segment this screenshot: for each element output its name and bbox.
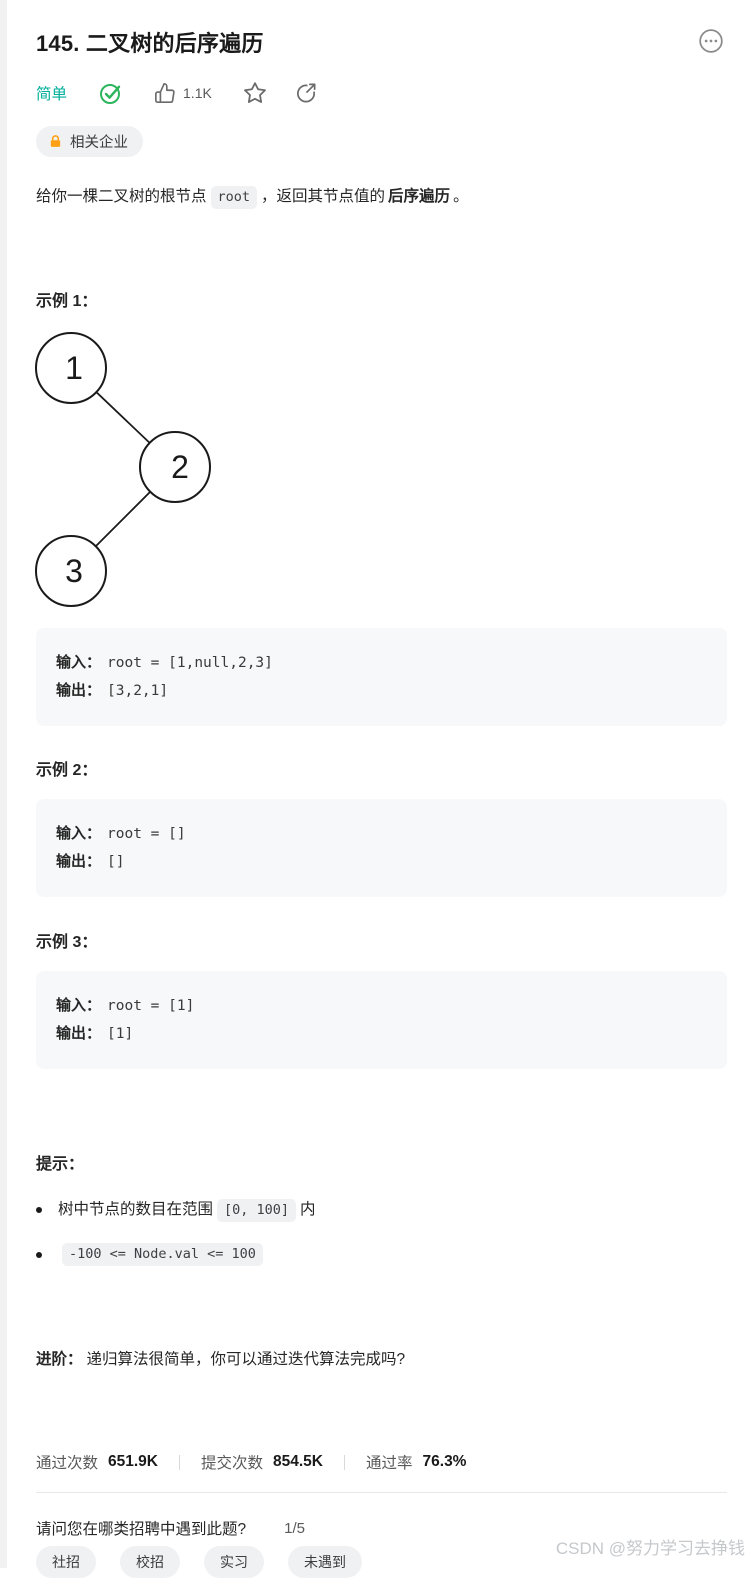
example-2-output-row: 输出： [] bbox=[56, 848, 707, 876]
example-3-output-row: 输出： [1] bbox=[56, 1020, 707, 1048]
survey-progress: 1/5 bbox=[284, 1519, 305, 1537]
submissions-label: 提交次数 bbox=[201, 1455, 264, 1472]
bullet-dot bbox=[36, 1251, 42, 1258]
stats-separator bbox=[179, 1454, 180, 1470]
share-button[interactable] bbox=[295, 81, 318, 105]
input-label: 输入： bbox=[56, 654, 102, 671]
page-title: 145. 二叉树的后序遍历 bbox=[36, 31, 264, 56]
example-1-output-row: 输出： [3,2,1] bbox=[56, 677, 707, 705]
submissions-value: 854.5K bbox=[273, 1453, 323, 1470]
tree-node-2-circle bbox=[139, 431, 211, 503]
follow-up-label: 进阶： bbox=[36, 1351, 83, 1368]
example-1-input-row: 输入： root = [1,null,2,3] bbox=[56, 649, 707, 677]
follow-up-note: 进阶：递归算法很简单，你可以通过迭代算法完成吗? bbox=[36, 1347, 405, 1373]
tree-node-1-circle bbox=[35, 332, 107, 404]
section-divider bbox=[36, 1492, 727, 1493]
hint-item-1: 树中节点的数目在范围[0, 100]内 bbox=[36, 1196, 696, 1224]
hints-list: 树中节点的数目在范围[0, 100]内 -100 <= Node.val <= … bbox=[36, 1196, 696, 1285]
related-companies-tag[interactable]: 相关企业 bbox=[36, 126, 143, 157]
favorite-button[interactable] bbox=[243, 81, 267, 105]
tree-node-1-value: 1 bbox=[65, 350, 83, 386]
follow-up-text: 递归算法很简单，你可以通过迭代算法完成吗? bbox=[86, 1351, 406, 1368]
tree-node-3-value: 3 bbox=[65, 553, 83, 589]
hint-1-post: 内 bbox=[300, 1201, 316, 1218]
example-1-heading: 示例 1： bbox=[36, 293, 98, 310]
lock-icon bbox=[50, 135, 61, 147]
solved-check-icon bbox=[99, 81, 123, 105]
stats-row: 通过次数 651.9K 提交次数 854.5K 通过率 76.3% bbox=[36, 1451, 466, 1473]
share-icon bbox=[296, 81, 318, 103]
hint-1-pre: 树中节点的数目在范围 bbox=[58, 1201, 214, 1218]
binary-tree-diagram: 1 2 3 bbox=[35, 332, 211, 607]
star-icon bbox=[243, 82, 266, 103]
accepted-label: 通过次数 bbox=[36, 1455, 99, 1472]
example-1-box: 输入： root = [1,null,2,3] 输出： [3,2,1] bbox=[36, 628, 727, 726]
tree-node-2-value: 2 bbox=[171, 449, 189, 485]
input-value: root = [1,null,2,3] bbox=[107, 655, 273, 671]
csdn-watermark: CSDN @努力学习去挣钱 bbox=[555, 1539, 745, 1558]
input-value: root = [] bbox=[107, 826, 186, 842]
survey-question-text: 请问您在哪类招聘中遇到此题? bbox=[36, 1521, 247, 1538]
panel-left-edge bbox=[0, 0, 7, 1568]
description-text: 给你一棵二叉树的根节点 bbox=[36, 188, 207, 205]
accepted-value: 651.9K bbox=[108, 1453, 158, 1470]
hint-2-code: -100 <= Node.val <= 100 bbox=[62, 1243, 263, 1266]
input-value: root = [1] bbox=[107, 998, 195, 1014]
acceptance-rate-label: 通过率 bbox=[366, 1455, 413, 1472]
difficulty-badge[interactable]: 简单 bbox=[36, 86, 68, 103]
example-3-input-row: 输入： root = [1] bbox=[56, 992, 707, 1020]
example-3-heading: 示例 3： bbox=[36, 934, 98, 951]
description-text: 。 bbox=[453, 188, 469, 205]
tree-node-3-circle bbox=[35, 535, 107, 607]
input-label: 输入： bbox=[56, 825, 102, 842]
hint-1-code: [0, 100] bbox=[217, 1199, 297, 1222]
output-label: 输出： bbox=[56, 1025, 102, 1042]
stats-separator bbox=[344, 1454, 345, 1470]
thumbs-up-icon bbox=[155, 83, 175, 103]
acceptance-rate-value: 76.3% bbox=[422, 1453, 467, 1470]
example-2-box: 输入： root = [] 输出： [] bbox=[36, 799, 727, 897]
more-options-button[interactable] bbox=[698, 28, 724, 54]
example-2-input-row: 输入： root = [] bbox=[56, 820, 707, 848]
like-count: 1.1K bbox=[183, 85, 212, 101]
ellipsis-circle-icon bbox=[699, 29, 723, 53]
hints-heading: 提示： bbox=[36, 1156, 85, 1173]
output-label: 输出： bbox=[56, 682, 102, 699]
hint-item-2: -100 <= Node.val <= 100 bbox=[36, 1243, 696, 1266]
output-value: [] bbox=[107, 854, 125, 870]
meta-row: 简单 1.1K bbox=[36, 79, 318, 107]
survey-question-row: 请问您在哪类招聘中遇到此题? 1/5 bbox=[36, 1517, 305, 1539]
like-button[interactable]: 1.1K bbox=[154, 82, 212, 104]
output-value: [1] bbox=[107, 1026, 134, 1042]
example-2-heading: 示例 2： bbox=[36, 762, 98, 779]
related-companies-label: 相关企业 bbox=[70, 135, 128, 151]
example-3-box: 输入： root = [1] 输出： [1] bbox=[36, 971, 727, 1069]
bullet-dot bbox=[36, 1207, 42, 1213]
hint-1-text: 树中节点的数目在范围[0, 100]内 bbox=[58, 1196, 316, 1224]
input-label: 输入： bbox=[56, 997, 102, 1014]
postorder-term: 后序遍历 bbox=[388, 188, 451, 205]
description-text: ，返回其节点值的 bbox=[261, 188, 386, 205]
output-label: 输出： bbox=[56, 853, 102, 870]
inline-code-root: root bbox=[210, 186, 258, 209]
output-value: [3,2,1] bbox=[107, 683, 169, 699]
